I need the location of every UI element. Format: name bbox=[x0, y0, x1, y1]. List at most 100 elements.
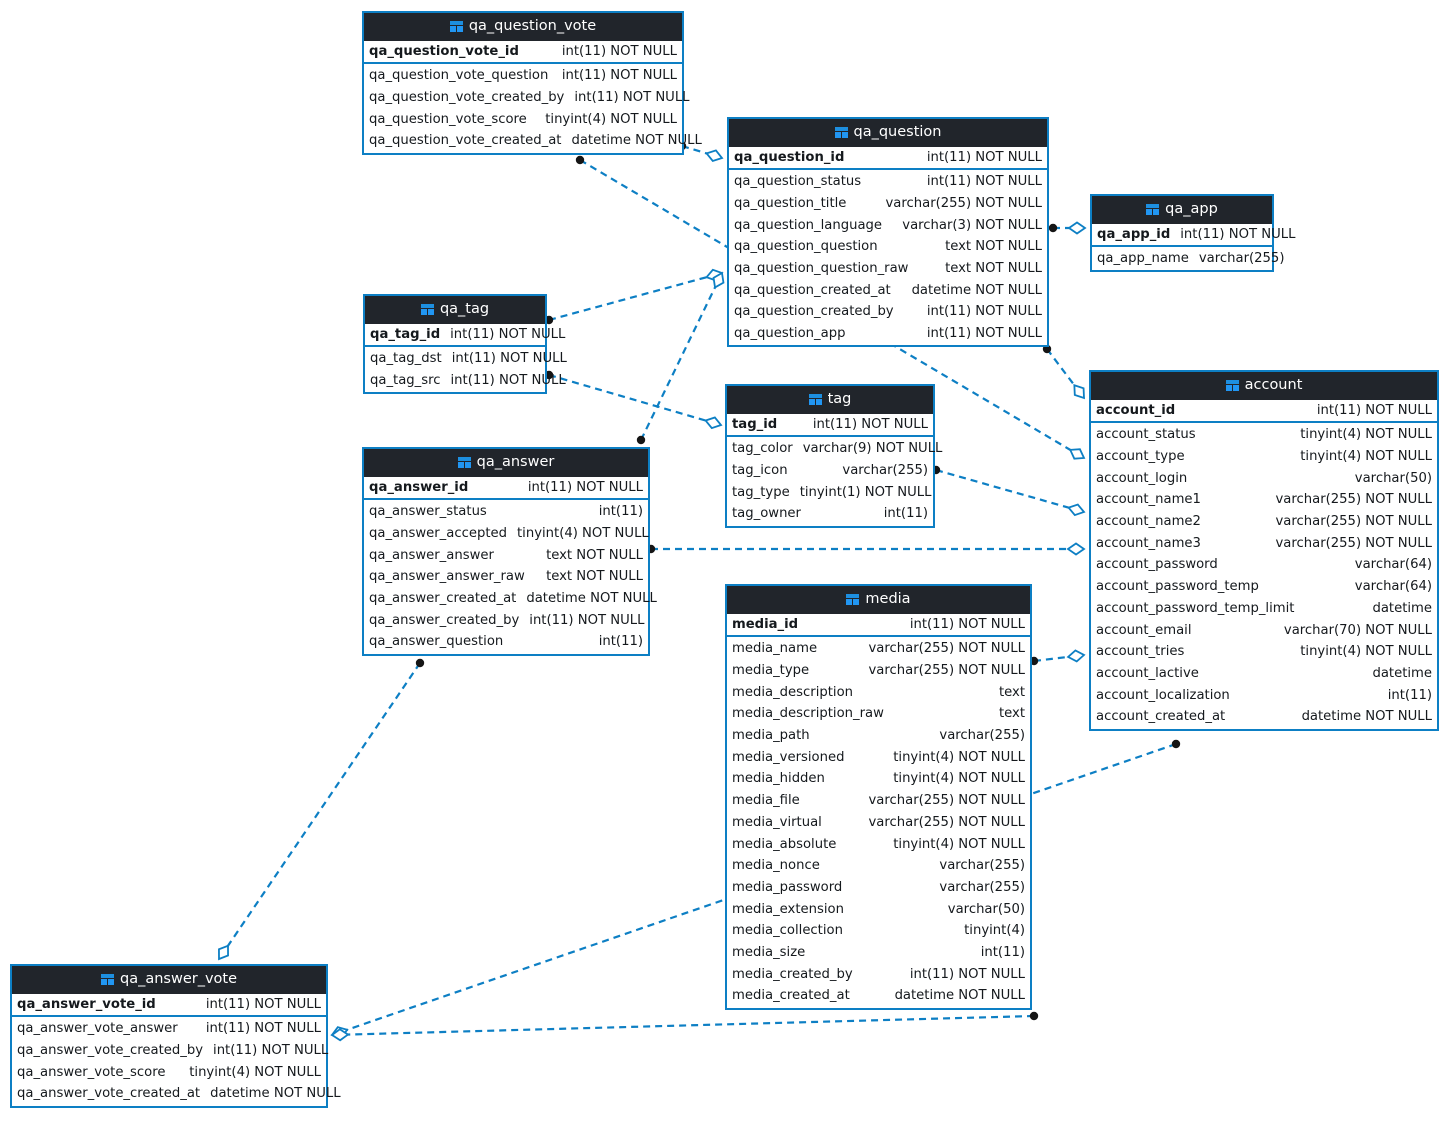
relationship-target-diamond bbox=[330, 1026, 349, 1039]
entity-header-account[interactable]: account bbox=[1091, 372, 1437, 400]
column-type: varchar(64) bbox=[1354, 579, 1432, 595]
column-name: media_created_at bbox=[732, 988, 850, 1004]
relationship-target-diamond bbox=[704, 416, 723, 430]
entity-title: account bbox=[1244, 377, 1303, 393]
column-name: media_name bbox=[732, 641, 818, 657]
column-type: int(11) NOT NULL bbox=[909, 966, 1025, 982]
entity-header-tag[interactable]: tag bbox=[727, 386, 933, 414]
column-type: varchar(255) NOT NULL bbox=[868, 793, 1026, 809]
column-type: tinyint(4) NOT NULL bbox=[545, 111, 677, 127]
column-name: account_localization bbox=[1096, 687, 1230, 703]
column-type: int(11) NOT NULL bbox=[205, 996, 321, 1012]
column-type: int(11) NOT NULL bbox=[529, 612, 645, 628]
table-icon bbox=[449, 20, 463, 32]
column-name: account_login bbox=[1096, 470, 1188, 486]
column-type: tinyint(4) NOT NULL bbox=[893, 836, 1025, 852]
column-name: qa_answer_created_at bbox=[369, 591, 517, 607]
entity-header-qa_question[interactable]: qa_question bbox=[729, 119, 1047, 147]
column-type: tinyint(4) NOT NULL bbox=[189, 1064, 321, 1080]
column-type: varchar(9) NOT NULL bbox=[802, 441, 943, 457]
column-name: media_virtual bbox=[732, 814, 822, 830]
column-type: int(11) NOT NULL bbox=[213, 1042, 329, 1058]
relationship-media-to-account bbox=[1029, 649, 1086, 666]
column-type: int(11) NOT NULL bbox=[926, 304, 1042, 320]
column-type: int(11) bbox=[980, 945, 1025, 961]
relationship-source-dot bbox=[415, 658, 425, 668]
column-type: text NOT NULL bbox=[546, 547, 643, 563]
relationship-source-dot bbox=[1171, 739, 1181, 749]
column-type: int(11) bbox=[883, 506, 928, 522]
column-name: media_path bbox=[732, 728, 810, 744]
relationship-qa_question-to-account bbox=[1042, 344, 1085, 400]
column-name: qa_question_created_at bbox=[734, 282, 891, 298]
column-name: qa_question_vote_score bbox=[369, 111, 527, 127]
column-type: varchar(50) bbox=[1354, 470, 1432, 486]
relationship-target-diamond bbox=[1066, 649, 1086, 663]
relationship-target-diamond bbox=[1073, 383, 1085, 400]
entity-header-qa_question_vote[interactable]: qa_question_vote bbox=[364, 13, 682, 41]
column-name: media_nonce bbox=[732, 858, 820, 874]
column-row-qa_question_vote-2: qa_question_vote_score tinyint(4) NOT NUL… bbox=[364, 109, 682, 131]
column-name: account_name3 bbox=[1096, 535, 1201, 551]
entity-title: tag bbox=[827, 391, 852, 407]
entity-header-qa_tag[interactable]: qa_tag bbox=[365, 296, 545, 324]
entity-header-media[interactable]: media bbox=[727, 586, 1030, 614]
column-name: tag_color bbox=[732, 441, 793, 457]
entity-header-qa_answer_vote[interactable]: qa_answer_vote bbox=[12, 966, 326, 994]
column-name: account_created_at bbox=[1096, 709, 1226, 725]
entity-header-qa_app[interactable]: qa_app bbox=[1092, 196, 1272, 224]
column-type: text NOT NULL bbox=[945, 261, 1042, 277]
column-type: int(11) NOT NULL bbox=[574, 89, 690, 105]
column-type: varchar(255) bbox=[1198, 251, 1285, 267]
column-name: media_extension bbox=[732, 901, 844, 917]
relationship-target-diamond bbox=[712, 271, 725, 289]
column-name: qa_question_question_raw bbox=[734, 261, 909, 277]
column-type: varchar(255) NOT NULL bbox=[1275, 492, 1433, 508]
column-name: account_email bbox=[1096, 622, 1192, 638]
entity-header-qa_answer[interactable]: qa_answer bbox=[364, 449, 648, 477]
column-name: qa_question_language bbox=[734, 217, 883, 233]
column-type: int(11) bbox=[598, 504, 643, 520]
relationship-target-diamond bbox=[1066, 542, 1086, 556]
relationship-qa_answer-to-qa_answer_vote bbox=[218, 658, 425, 961]
column-name: qa_question_vote_question bbox=[369, 68, 549, 84]
column-type: varchar(255) NOT NULL bbox=[868, 641, 1026, 657]
column-row-media-7: media_file varchar(255) NOT NULL bbox=[727, 790, 1030, 812]
column-name: media_file bbox=[732, 793, 800, 809]
column-name: qa_question_vote_id bbox=[369, 43, 519, 59]
